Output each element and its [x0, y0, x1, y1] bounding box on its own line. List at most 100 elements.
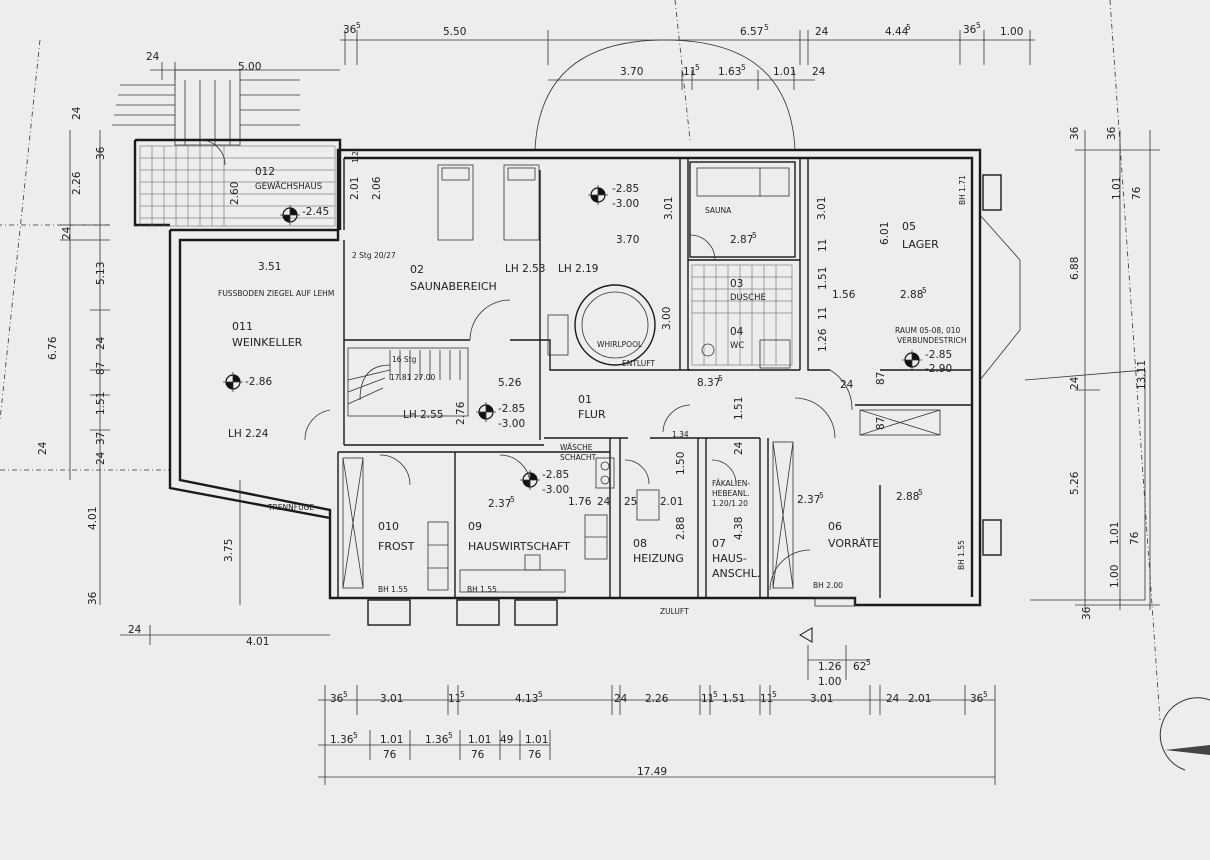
- dim-bottom-13: 36: [970, 693, 984, 705]
- dim-top-7: 1.00: [1000, 26, 1023, 38]
- dim-inner-i21-sup: 5: [718, 374, 723, 383]
- dim-inner-i26: 1.50: [675, 452, 687, 475]
- dim-bottom-8: 1.51: [722, 693, 745, 705]
- dim-sub-3: 1.36: [425, 734, 449, 746]
- level-hw-bottom: -3.00: [542, 484, 569, 496]
- dim-sub-3-sup: 5: [448, 731, 453, 740]
- note-bh-155-frost: BH 1.55: [378, 585, 408, 594]
- dim-bottom-2: 3.01: [380, 693, 403, 705]
- note-bh-200: BH 2.00: [813, 581, 843, 590]
- dim-left-5: 5.13: [95, 262, 107, 285]
- room-07-fakal-3: 1.20/1.20: [712, 499, 748, 508]
- dim-bottom-11: 24: [886, 693, 900, 705]
- dim-inner-i23: 1.51: [733, 397, 745, 420]
- dim-bottom-7-sup: 5: [713, 690, 718, 699]
- dim-bottom-10: 3.01: [810, 693, 833, 705]
- dim-inner-i8-sup: 5: [752, 231, 757, 240]
- room-05-note-2: VERBUNDESTRICH: [897, 336, 966, 345]
- room-07-fakal-2: HEBEANL.: [712, 489, 750, 498]
- dim-bottom-9: 11: [760, 693, 773, 705]
- room-012-number: 012: [255, 166, 275, 178]
- dim-top-14: 24: [812, 66, 826, 78]
- dim-e1: 24: [128, 624, 142, 636]
- sauna-label: SAUNA: [705, 206, 732, 215]
- room-02-height-2: LH 2.19: [558, 263, 598, 275]
- dim-bottom-9-sup: 5: [772, 690, 777, 699]
- room-02-number: 02: [410, 263, 424, 276]
- level-sauna-bottom: -3.00: [612, 198, 639, 210]
- dim-inner-i14: 2.88: [900, 289, 923, 301]
- room-011-name: WEINKELLER: [232, 336, 303, 349]
- dim-right-1: 36: [1069, 126, 1081, 140]
- dim-inner-i21: 8.37: [697, 377, 720, 389]
- dim-inner-i13: 1.56: [832, 289, 856, 301]
- dim-inner-i37: 1.34: [672, 430, 689, 439]
- dim-inner-i32: 2.37: [797, 494, 820, 506]
- level-flur-bottom: -3.00: [498, 418, 525, 430]
- dim-right-9: 1.01: [1109, 522, 1121, 545]
- windows: [367, 174, 1002, 626]
- dim-top-12-sup: 5: [741, 63, 746, 72]
- dim-top-11-sup: 5: [695, 63, 700, 72]
- note-stairs-size: 17.81 27.00: [390, 373, 436, 382]
- whirlpool-label: WHIRLPOOL: [597, 340, 643, 349]
- room-01-number: 01: [578, 393, 592, 406]
- dim-left-13: 4.01: [87, 507, 99, 530]
- waesche-label-1: WÄSCHE: [560, 443, 593, 452]
- dim-sub-6b: 76: [528, 749, 542, 761]
- dim-inner-i7: 3.70: [616, 234, 639, 246]
- room-04-name: WC: [730, 341, 744, 351]
- room-010-number: 010: [378, 520, 399, 533]
- dim-top-6-sup: 5: [976, 21, 981, 30]
- dim-inner-i30: 25: [624, 496, 637, 508]
- room-08-name: HEIZUNG: [633, 552, 684, 565]
- dim-inner-i8: 2.87: [730, 234, 753, 246]
- room-09-number: 09: [468, 520, 482, 533]
- dim-bottom-4: 4.13: [515, 693, 538, 705]
- note-stairs-16: 16 Stg: [392, 355, 417, 364]
- level-markers: [223, 185, 922, 490]
- dim-inner-i1: 2.60: [229, 182, 241, 205]
- dim-inner-i35: 4.38: [733, 517, 745, 540]
- room-07-name-1: HAUS-: [712, 552, 747, 565]
- dim-bottom-3-sup: 5: [460, 690, 465, 699]
- dim-inner-i17: 1.26: [817, 328, 829, 352]
- dim-sub-2: 1.01: [380, 734, 403, 746]
- note-bh-155-hw: BH 1.55: [467, 585, 497, 594]
- dim-d1: 1.26: [818, 661, 842, 673]
- dim-top-11: 11: [683, 66, 696, 78]
- dim-left-9: 1.51: [95, 392, 107, 415]
- dim-left-11: 24: [95, 451, 107, 465]
- room-010-name: FROST: [378, 540, 415, 553]
- dim-inner-i22: 2.76: [455, 401, 467, 425]
- dim-bottom-6: 2.26: [645, 693, 669, 705]
- dim-right-8: 5.26: [1069, 471, 1081, 495]
- room-011-number: 011: [232, 320, 253, 333]
- dim-right-2: 36: [1106, 126, 1118, 140]
- dim-inner-i19: 24: [840, 379, 854, 391]
- arch-outline: [534, 39, 796, 151]
- storage-shelves: [342, 409, 941, 593]
- dim-left-15: 36: [87, 591, 99, 605]
- note-entluft: ENTLUFT: [622, 359, 655, 368]
- room-01-name: FLUR: [578, 408, 606, 421]
- level-lager-top: -2.85: [925, 349, 952, 361]
- dim-inner-i11: 11: [817, 239, 829, 252]
- dim-inner-i31: 2.01: [660, 496, 683, 508]
- north-arrow-icon: [1159, 697, 1210, 771]
- dim-left-2: 36: [95, 146, 107, 160]
- level-hw-top: -2.85: [542, 469, 569, 481]
- level-flur-top: -2.85: [498, 403, 525, 415]
- dim-top-9: 5.00: [238, 61, 261, 73]
- room-03-number: 03: [730, 278, 743, 290]
- dim-right-6: 13.11: [1136, 360, 1148, 390]
- dim-right-11: 1.00: [1109, 565, 1121, 588]
- note-bh-155-right: BH 1.55: [957, 540, 966, 570]
- dim-top-1-sup: 5: [356, 21, 361, 30]
- dim-left-1: 24: [71, 106, 83, 120]
- room-04-number: 04: [730, 326, 744, 338]
- dim-inner-i5: 3.51: [258, 261, 281, 273]
- dim-sub-5: 49: [500, 734, 513, 746]
- dim-inner-i10: 6.01: [879, 222, 891, 245]
